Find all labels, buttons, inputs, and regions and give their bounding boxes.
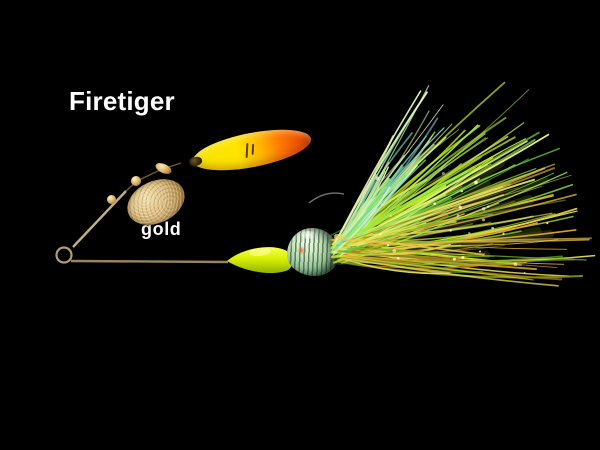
blade-clevis <box>189 155 203 167</box>
head-sheen-highlight <box>299 231 317 239</box>
lure-body <box>227 247 293 274</box>
blade-maker-stamp <box>242 138 263 161</box>
wire-upper-arm <box>72 190 127 248</box>
head-bulb <box>287 228 339 276</box>
body-highlight <box>249 247 271 257</box>
chain-bead <box>131 176 141 186</box>
hook-point-glint <box>308 192 345 204</box>
head-red-glint <box>297 246 306 255</box>
wire-lower-arm <box>70 259 229 264</box>
wire-loop <box>55 246 73 264</box>
wire-bead <box>107 195 116 204</box>
chain-link-line <box>125 162 182 192</box>
colorway-title: Firetiger <box>69 86 175 116</box>
